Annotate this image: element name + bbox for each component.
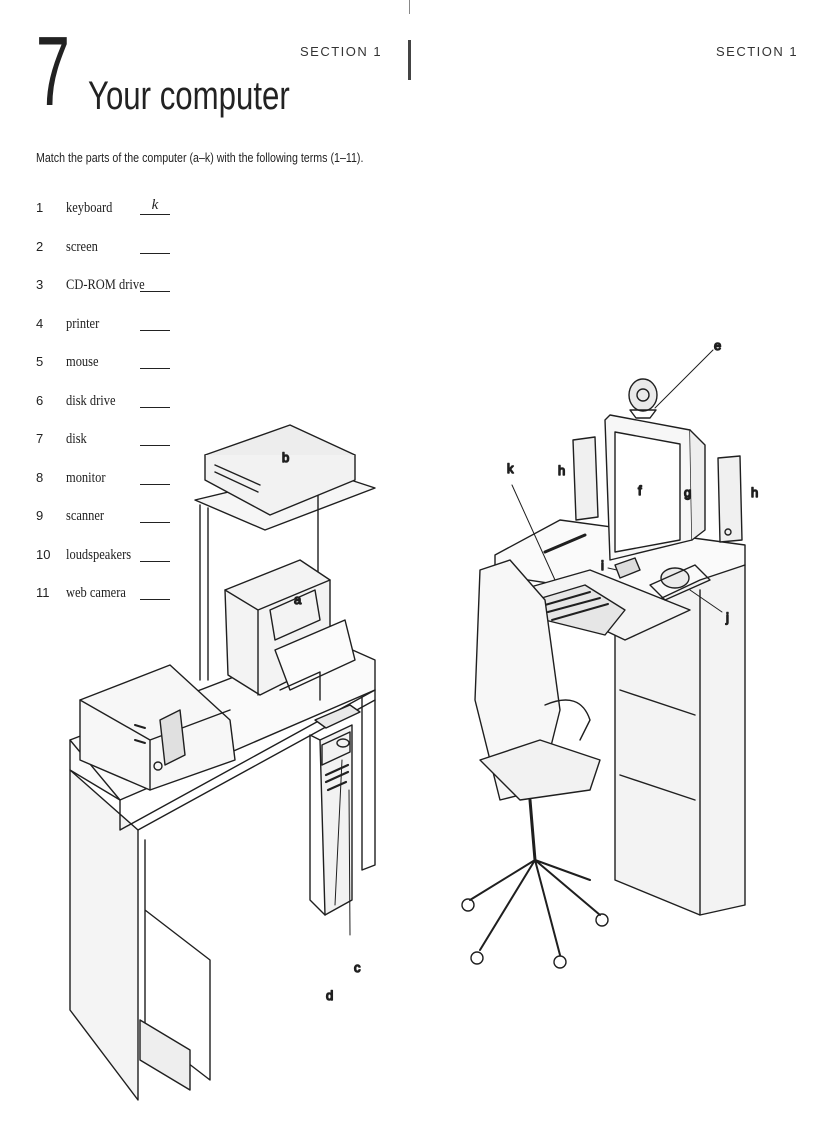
- term-word: mouse: [66, 354, 99, 370]
- term-number: 11: [36, 585, 50, 600]
- term-word: monitor: [66, 470, 106, 486]
- left-desk-illustration: [69, 424, 376, 1101]
- term-word: disk drive: [66, 393, 116, 409]
- term-word: disk: [66, 431, 87, 447]
- term-number: 8: [36, 470, 44, 485]
- term-number: 10: [36, 547, 51, 562]
- answer-blank[interactable]: [140, 445, 170, 446]
- label-b: b: [282, 450, 289, 465]
- term-number: 1: [36, 200, 44, 215]
- term-word: scanner: [66, 508, 105, 524]
- term-number: 6: [36, 393, 44, 408]
- answer-blank[interactable]: [140, 561, 170, 562]
- section-label-left: SECTION 1: [300, 44, 383, 59]
- label-c: c: [354, 960, 361, 975]
- term-word: keyboard: [66, 200, 113, 216]
- label-g: g: [684, 485, 691, 500]
- label-h-right: h: [751, 485, 758, 500]
- answer-blank[interactable]: [140, 253, 170, 254]
- label-e: e: [714, 338, 721, 353]
- term-number: 4: [36, 316, 44, 331]
- label-i: i: [601, 558, 604, 573]
- term-answer[interactable]: k: [151, 197, 159, 213]
- answer-blank[interactable]: [140, 407, 170, 408]
- answer-blank[interactable]: [140, 522, 170, 523]
- term-word: web camera: [66, 585, 126, 601]
- label-d: d: [326, 988, 333, 1003]
- term-word: screen: [66, 239, 98, 255]
- unit-number: 7: [36, 16, 70, 126]
- gutter-tick: [409, 0, 410, 14]
- gutter-mark: [408, 40, 411, 80]
- answer-blank[interactable]: [140, 599, 170, 600]
- term-word: printer: [66, 316, 100, 332]
- unit-title: Your computer: [88, 74, 290, 118]
- label-k: k: [507, 461, 514, 476]
- answer-blank[interactable]: [140, 214, 170, 215]
- label-j: j: [725, 610, 729, 625]
- right-workstation-illustration: [461, 378, 746, 969]
- term-word: CD-ROM drive: [66, 277, 145, 293]
- label-f: f: [638, 483, 642, 498]
- term-number: 5: [36, 354, 44, 369]
- instructions: Match the parts of the computer (a–k) wi…: [36, 150, 364, 165]
- answer-blank[interactable]: [140, 368, 170, 369]
- term-word: loudspeakers: [66, 547, 132, 563]
- label-a: a: [294, 592, 302, 607]
- term-number: 3: [36, 277, 44, 292]
- term-number: 9: [36, 508, 44, 523]
- label-h-left: h: [558, 463, 565, 478]
- answer-blank[interactable]: [140, 330, 170, 331]
- term-number: 2: [36, 239, 44, 254]
- answer-blank[interactable]: [140, 484, 170, 485]
- term-number: 7: [36, 431, 44, 446]
- answer-blank[interactable]: [140, 291, 170, 292]
- section-label-right: SECTION 1: [716, 44, 799, 59]
